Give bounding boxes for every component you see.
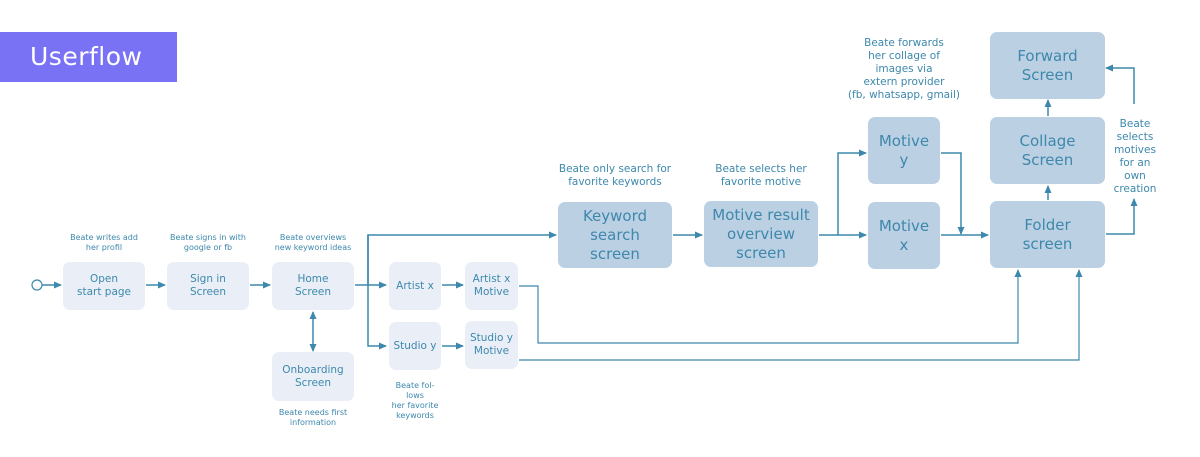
edge-folder-to-note: [1106, 198, 1138, 235]
node-forward-screen[interactable]: Forward Screen: [990, 32, 1105, 99]
note-studio-y: Beate fol- lows her favorite keywords: [391, 381, 439, 420]
node-keyword-search-screen[interactable]: Keyword search screen: [558, 202, 672, 268]
node-motive-x[interactable]: Motive x: [868, 202, 940, 269]
note-sign-in-screen: Beate signs in with google or fb: [170, 233, 246, 252]
note-open-start-page: Beate writes add her profil: [70, 233, 138, 252]
node-artist-x[interactable]: Artist x: [389, 262, 441, 310]
node-open-start-page[interactable]: Open start page: [63, 262, 145, 310]
node-studio-y-motive[interactable]: Studio y Motive: [465, 321, 518, 369]
edge-studio-motive-to-folder: [519, 269, 1083, 361]
node-collage-screen[interactable]: Collage Screen: [990, 117, 1105, 184]
node-artist-x-motive[interactable]: Artist x Motive: [465, 262, 518, 310]
note-onboarding-screen: Beate needs first information: [278, 408, 348, 427]
edge-artist-motive-to-folder: [519, 269, 1022, 344]
edge-note-to-forward: [1105, 64, 1135, 104]
note-folder-screen: Beate selects motives for an own creatio…: [1113, 118, 1157, 195]
node-onboarding-screen[interactable]: Onboarding Screen: [272, 352, 354, 401]
note-motive-result-overview-screen: Beate selects her favorite motive: [715, 163, 807, 188]
edge-home-to-studio: [367, 235, 387, 350]
node-motive-y[interactable]: Motive y: [868, 117, 940, 184]
edge-home-to-keyword: [367, 231, 557, 285]
node-sign-in-screen[interactable]: Sign in Screen: [167, 262, 249, 310]
note-motive-y: Beate forwards her collage of images via…: [847, 37, 961, 101]
node-motive-result-overview-screen[interactable]: Motive result overview screen: [704, 201, 818, 267]
start-node: [31, 279, 43, 291]
edge-motive-y-to-folder: [941, 152, 965, 235]
userflow-title-banner: Userflow: [0, 32, 177, 82]
node-home-screen[interactable]: Home Screen: [272, 262, 354, 310]
edge-result-to-motive-y: [819, 149, 867, 236]
note-keyword-search-screen: Beate only search for favorite keywords: [558, 163, 672, 188]
note-home-screen: Beate overviews new keyword ideas: [274, 233, 352, 252]
node-studio-y[interactable]: Studio y: [389, 322, 441, 370]
node-folder-screen[interactable]: Folder screen: [990, 201, 1105, 268]
